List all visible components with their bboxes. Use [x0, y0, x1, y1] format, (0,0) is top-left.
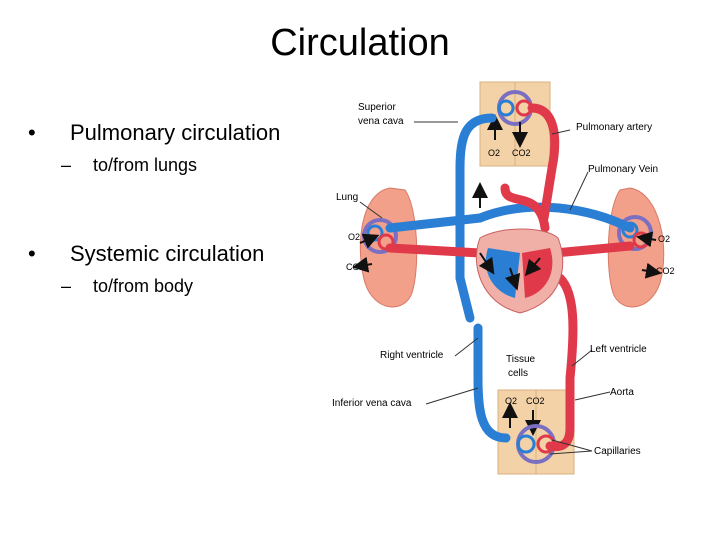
gas-o2-left-lung: O2: [348, 232, 360, 242]
dash-glyph: –: [61, 155, 72, 175]
upper-tissue-box: O2 CO2: [479, 81, 551, 167]
heart: [472, 182, 564, 314]
sub-bullet-label: to/from lungs: [93, 155, 198, 175]
label-tissue-cells-1: Tissue: [506, 354, 536, 365]
gas-o2-right-lung: O2: [658, 234, 670, 244]
label-pulmonary-vein: Pulmonary Vein: [588, 164, 658, 175]
label-capillaries: Capillaries: [594, 446, 641, 457]
circulation-diagram: O2 CO2 O2 CO2 O2 CO2 O2 CO2: [332, 81, 675, 475]
label-aorta: Aorta: [610, 387, 634, 398]
gas-co2-left-lung: CO2: [346, 262, 365, 272]
label-right-ventricle: Right ventricle: [380, 350, 444, 361]
sub-bullet-label: to/from body: [93, 276, 194, 296]
lower-tissue-box: O2 CO2: [497, 389, 575, 475]
dash-glyph: –: [61, 276, 72, 296]
label-superior-vena-cava-2: vena cava: [358, 116, 404, 127]
label-left-ventricle: Left ventricle: [590, 344, 647, 355]
label-lung: Lung: [336, 192, 358, 203]
artery-vessels: [385, 103, 635, 452]
label-tissue-cells-2: cells: [508, 368, 528, 379]
gas-o2-lower: O2: [505, 396, 517, 406]
leader-lines: [359, 121, 611, 455]
gas-co2-right-lung: CO2: [656, 266, 675, 276]
label-inferior-vena-cava: Inferior vena cava: [332, 398, 412, 409]
bullet-glyph: •: [28, 120, 36, 145]
gas-co2-lower: CO2: [526, 396, 545, 406]
bullet-glyph: •: [28, 241, 36, 266]
gas-o2-upper: O2: [488, 148, 500, 158]
vein-vessels: [385, 113, 635, 443]
right-lung: O2 CO2: [607, 187, 675, 308]
bullet-label: Pulmonary circulation: [70, 120, 281, 145]
slide-title: Circulation: [270, 22, 450, 64]
label-pulmonary-artery: Pulmonary artery: [576, 122, 652, 133]
bullet-label: Systemic circulation: [70, 241, 265, 266]
label-superior-vena-cava-1: Superior: [358, 102, 396, 113]
gas-co2-upper: CO2: [512, 148, 531, 158]
